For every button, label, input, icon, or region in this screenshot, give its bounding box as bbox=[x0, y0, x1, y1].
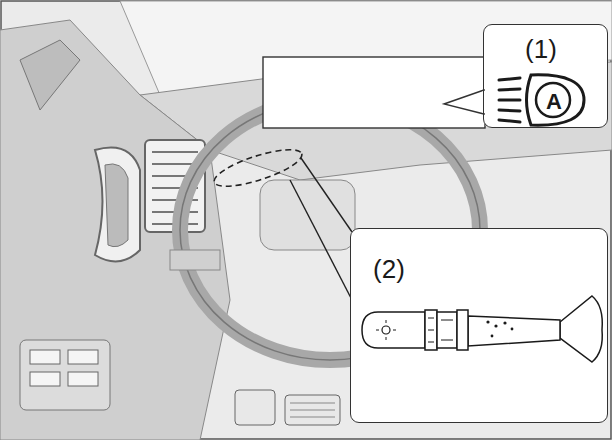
callout-number: (2) bbox=[373, 256, 405, 282]
callout-box: (1) A bbox=[483, 24, 608, 128]
icon-letter: A bbox=[546, 91, 562, 113]
callout-number: (1) bbox=[525, 36, 557, 62]
callout-box: (2) bbox=[350, 228, 608, 423]
